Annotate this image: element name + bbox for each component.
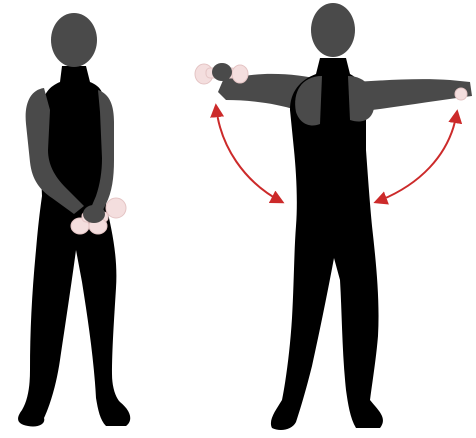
motion-arrow-left (216, 106, 282, 202)
dumbbell-left-inner (232, 65, 248, 83)
figure-end-position (195, 3, 472, 430)
figure-start-position (18, 13, 130, 427)
figure-end-head (311, 3, 355, 57)
figure-end-left-hand (212, 63, 232, 81)
motion-arrow-right (376, 112, 457, 202)
dumbbell-right-end (455, 88, 467, 100)
figure-start-head (51, 13, 97, 67)
figure-start-hands (83, 205, 105, 223)
dumbbell-right-end (106, 198, 126, 218)
